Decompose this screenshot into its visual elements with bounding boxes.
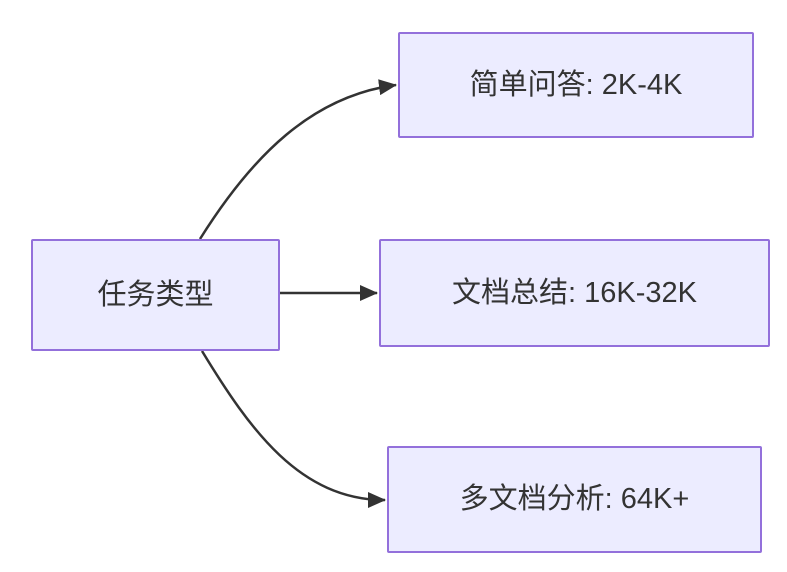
node-simple-qa-label: 简单问答: 2K-4K xyxy=(469,68,683,101)
node-task-type: 任务类型 xyxy=(31,239,280,351)
node-multi-doc: 多文档分析: 64K+ xyxy=(387,446,762,553)
node-doc-summary: 文档总结: 16K-32K xyxy=(379,239,770,347)
node-doc-summary-label: 文档总结: 16K-32K xyxy=(452,276,697,309)
node-task-type-label: 任务类型 xyxy=(97,278,214,311)
node-multi-doc-label: 多文档分析: 64K+ xyxy=(459,483,690,516)
node-simple-qa: 简单问答: 2K-4K xyxy=(398,32,754,138)
edge-root-to-multi-doc xyxy=(200,350,386,508)
edge-root-to-simple-qa xyxy=(198,79,397,240)
